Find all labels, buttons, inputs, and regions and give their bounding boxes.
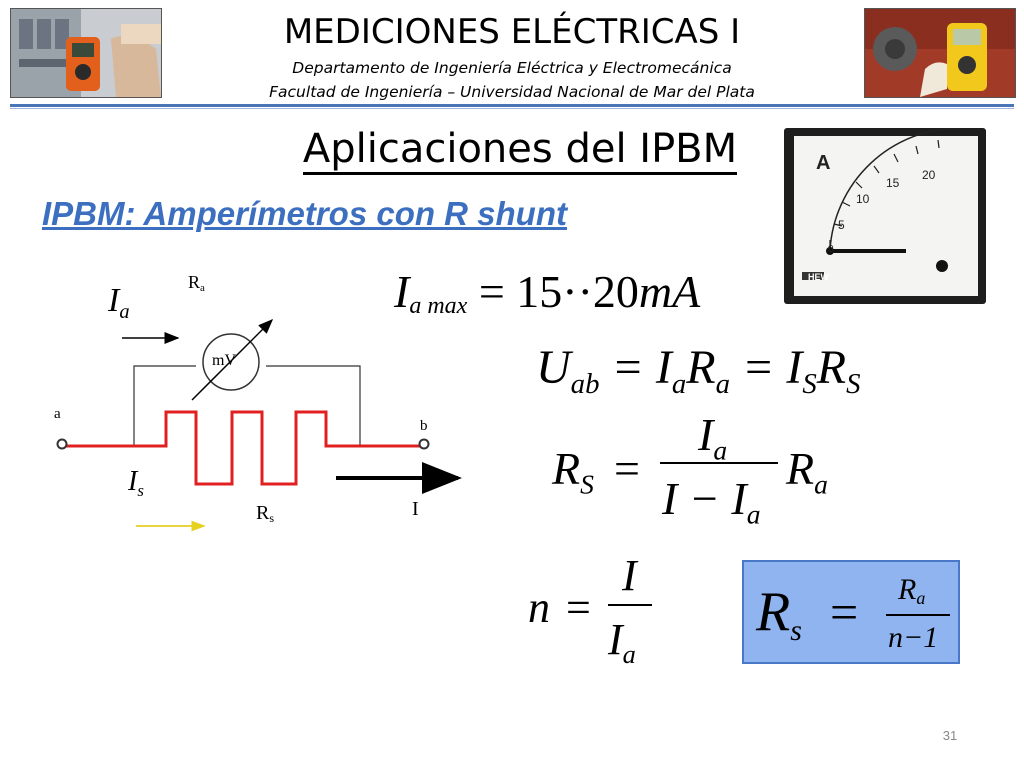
label-Ra-sub: a	[200, 282, 205, 294]
meter-label: mV	[212, 352, 236, 369]
slide-title-text: Aplicaciones del IPBM	[302, 126, 738, 175]
eq2-t4-sub: S	[846, 368, 861, 401]
label-Rs-sub: s	[269, 511, 275, 525]
eq4-num: I	[622, 551, 637, 600]
header-divider	[10, 104, 1014, 107]
eq2-t3-sub: S	[802, 368, 817, 401]
eq4-den-sub: a	[622, 639, 636, 670]
result-fraction-bar	[886, 614, 950, 616]
eq3-den: I − I	[662, 473, 747, 524]
ammeter-scale-5: 5	[838, 218, 845, 232]
result-lhs-sub: s	[790, 614, 802, 647]
label-I: I	[412, 498, 419, 520]
eq3-equals: =	[614, 443, 640, 494]
node-a-label: a	[54, 406, 61, 422]
label-Ra-main: R	[188, 272, 201, 292]
eq1-lhs-sub: a max	[409, 293, 468, 319]
eq4-equals: =	[566, 583, 591, 632]
eq2-t2: R	[686, 341, 716, 394]
eq3-den-sub: a	[746, 498, 761, 530]
header-photo-left	[10, 8, 162, 98]
equation-ia-max: Ia max = 15··20mA	[394, 262, 700, 336]
header-photo-right	[864, 8, 1016, 98]
equation-rs-fraction: RS = Ia I − Ia Ra	[552, 408, 852, 536]
eq2-U-sub: ab	[570, 368, 600, 401]
eq3-lhs-sub: S	[580, 468, 594, 500]
result-den: n−1	[888, 621, 939, 654]
ammeter-scale-0: 0	[828, 244, 834, 255]
eq3-num: I	[698, 409, 714, 460]
terminal-b	[418, 438, 430, 450]
equation-uab: Uab = IaRa = ISRS	[536, 338, 861, 414]
result-lhs: R	[756, 581, 791, 643]
eq3-lhs: R	[552, 443, 581, 494]
label-Is: Is	[128, 466, 144, 501]
eq4-lhs: n	[528, 583, 550, 632]
label-Rs: Rs	[256, 502, 274, 526]
label-Ia: Ia	[108, 282, 130, 324]
eq2-t1: = I	[611, 341, 672, 394]
ammeter-unit-label: A	[816, 152, 831, 174]
label-Ia-sub: a	[119, 301, 130, 324]
equation-n: n = I Ia	[528, 550, 668, 678]
eq3-rhs: R	[786, 443, 815, 494]
label-Ra: Ra	[188, 272, 205, 294]
ammeter-scale-10: 10	[856, 192, 870, 206]
meter-adjust-arrow	[191, 318, 274, 401]
result-num: R	[898, 573, 917, 606]
eq2-t1-sub: a	[671, 368, 687, 401]
eq1-rhs: = 15··20	[478, 266, 639, 317]
ammeter-brand: HEW	[808, 272, 829, 282]
eq2-t3: = I	[741, 341, 803, 394]
eq1-unit: mA	[638, 266, 701, 317]
header-department: Departamento de Ingeniería Eléctrica y E…	[292, 59, 732, 77]
ammeter-scale-20: 20	[922, 168, 936, 182]
header-faculty: Facultad de Ingeniería – Universidad Nac…	[269, 83, 755, 101]
eq3-num-sub: a	[713, 434, 728, 466]
slide-title: Aplicaciones del IPBM	[250, 124, 790, 175]
node-b-label: b	[420, 418, 428, 434]
ammeter-photo	[784, 127, 986, 304]
eq1-lhs: I	[394, 266, 410, 317]
meter-branch-wire	[133, 365, 196, 446]
label-Rs-main: R	[256, 502, 270, 524]
label-Is-sub: s	[137, 480, 144, 500]
page-number: 31	[942, 728, 958, 743]
header-divider-thin	[10, 108, 1014, 109]
terminal-a	[56, 438, 68, 450]
shunt-resistor	[64, 410, 424, 486]
eq4-fraction-bar	[608, 604, 652, 606]
shunt-circuit-diagram	[56, 318, 462, 532]
eq4-den: I	[608, 615, 623, 664]
meter-branch-wire-right	[266, 365, 361, 446]
result-formula-box: Rs = Ra n−1	[742, 560, 960, 664]
header-title: MEDICIONES ELÉCTRICAS I	[283, 12, 741, 52]
label-Is-main: I	[128, 466, 138, 497]
result-num-sub: a	[916, 588, 926, 608]
eq2-U: U	[536, 341, 571, 394]
eq2-t4: R	[816, 341, 847, 394]
eq3-fraction-bar	[660, 462, 778, 464]
eq3-rhs-sub: a	[814, 468, 828, 500]
eq2-t2-sub: a	[715, 368, 730, 401]
result-equals: =	[830, 584, 859, 640]
slide-subtitle: IPBM: Amperímetros con R shunt	[42, 195, 567, 232]
ammeter-scale-15: 15	[886, 176, 900, 190]
label-Ia-main: I	[108, 282, 120, 319]
